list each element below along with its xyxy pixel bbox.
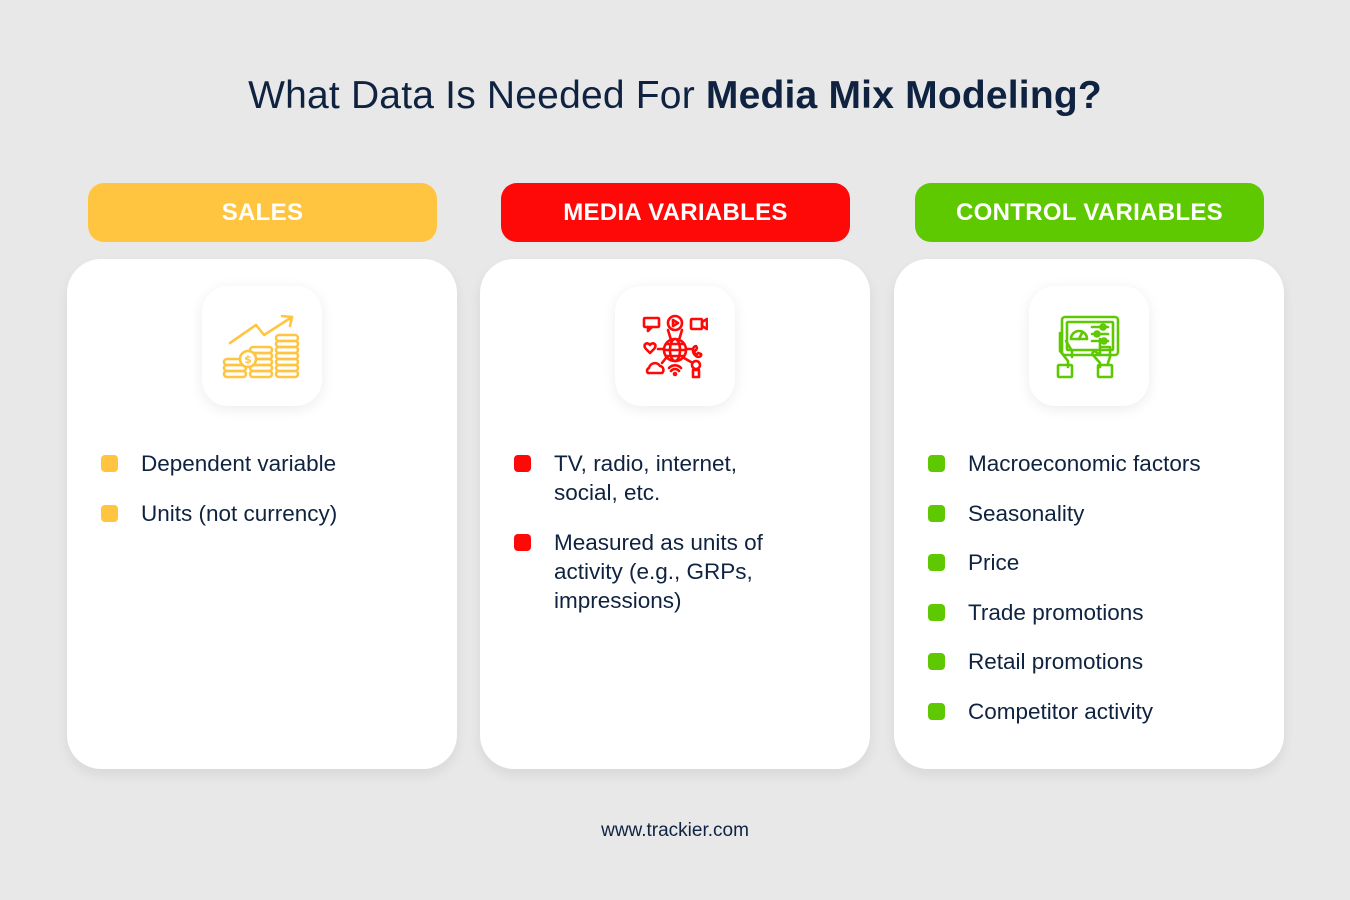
- title-prefix: What Data Is Needed For: [248, 74, 706, 117]
- list-item: Dependent variable: [101, 449, 447, 478]
- list-item: Retail promotions: [928, 647, 1274, 676]
- title-emphasis: Media Mix Modeling?: [705, 74, 1102, 117]
- tablet-dashboard-control-icon: [1056, 315, 1120, 379]
- list-item: Macroeconomic factors: [928, 449, 1274, 478]
- bullet-icon: [928, 653, 945, 670]
- list-item: Competitor activity: [928, 697, 1274, 726]
- sales-list: Dependent variable Units (not currency): [101, 449, 447, 548]
- list-item: Trade promotions: [928, 598, 1274, 627]
- control-variables-header-label: CONTROL VARIABLES: [956, 198, 1223, 226]
- bullet-icon: [928, 702, 945, 720]
- control-variables-card: Macroeconomic factors Seasonality Price …: [894, 259, 1284, 769]
- media-variables-list: TV, radio, internet, social, etc. Measur…: [514, 449, 860, 635]
- sales-card: $ Dependent variable Units (not currency…: [67, 259, 457, 769]
- media-variables-header: MEDIA VARIABLES: [501, 183, 850, 242]
- sales-header-label: SALES: [221, 198, 304, 226]
- list-item: Measured as units of activity (e.g., GRP…: [514, 528, 860, 615]
- control-variables-header: CONTROL VARIABLES: [915, 183, 1264, 242]
- bullet-icon: [514, 533, 531, 551]
- sales-header: SALES: [88, 183, 437, 242]
- coins-growth-chart-icon: $: [222, 314, 300, 379]
- media-globe-network-icon: [642, 314, 708, 379]
- bullet-icon: [928, 603, 945, 621]
- list-item: Seasonality: [928, 499, 1274, 528]
- list-item: Price: [928, 548, 1274, 577]
- bullet-icon: [101, 504, 118, 522]
- bullet-icon: [928, 455, 945, 472]
- media-variables-header-label: MEDIA VARIABLES: [563, 198, 788, 226]
- page-title: What Data Is Needed For Media Mix Modeli…: [0, 74, 1350, 118]
- footer-website: www.trackier.com: [601, 820, 749, 841]
- media-variables-card: TV, radio, internet, social, etc. Measur…: [480, 259, 870, 769]
- svg-text:$: $: [244, 353, 252, 366]
- list-item: Units (not currency): [101, 499, 447, 528]
- bullet-icon: [928, 504, 945, 522]
- bullet-icon: [928, 554, 945, 571]
- control-variables-list: Macroeconomic factors Seasonality Price …: [928, 449, 1274, 746]
- bullet-icon: [101, 455, 118, 472]
- media-icon-box: [615, 286, 735, 406]
- control-icon-box: [1029, 286, 1149, 406]
- bullet-icon: [514, 455, 531, 472]
- list-item: TV, radio, internet, social, etc.: [514, 449, 860, 507]
- sales-icon-box: $: [202, 286, 322, 406]
